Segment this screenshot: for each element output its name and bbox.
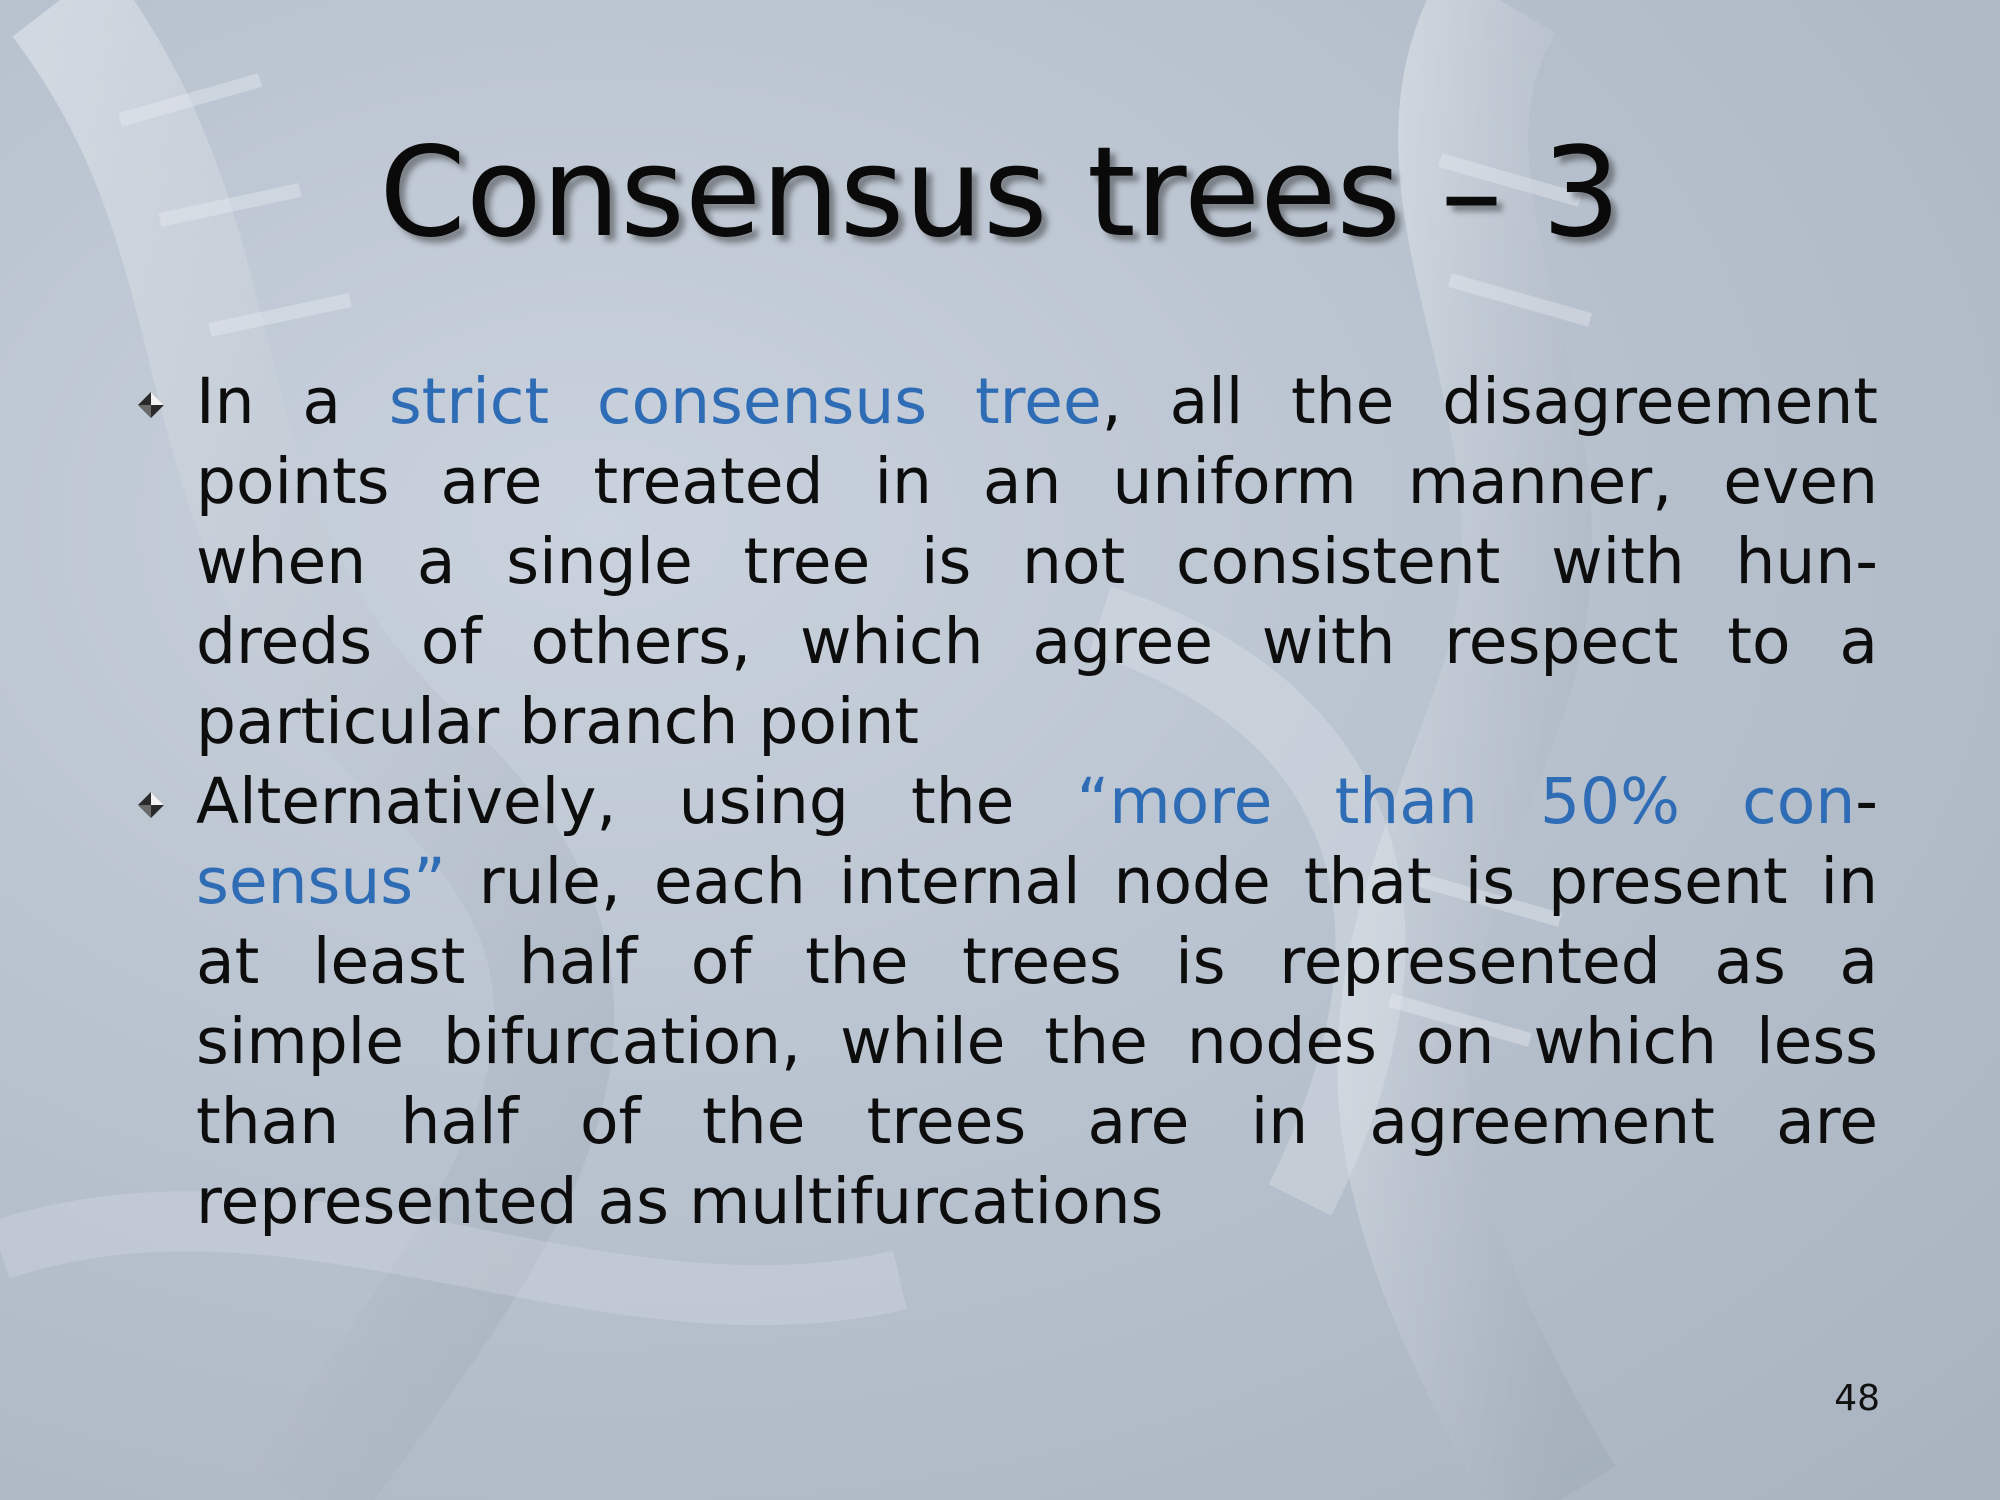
bullet-line: dreds of others, which agree with respec…	[196, 602, 1878, 682]
text-run: points are treated in an uniform manner,…	[196, 445, 1878, 518]
bullet-line: sensus” rule, each internal node that is…	[196, 842, 1878, 922]
bullet-line: particular branch point	[196, 682, 1878, 762]
bullet-line: In a strict consensus tree, all the disa…	[196, 362, 1878, 442]
text-run: dreds of others, which agree with respec…	[196, 605, 1878, 678]
highlighted-term: “more than 50% con	[1076, 765, 1856, 838]
diamond-bullet-icon	[138, 792, 164, 818]
highlighted-term: strict consensus tree	[388, 365, 1102, 438]
bullet-item: In a strict consensus tree, all the disa…	[138, 362, 1878, 762]
text-run: than half of the trees are in agreement …	[196, 1085, 1878, 1158]
page-number: 48	[1834, 1378, 1880, 1419]
text-run: particular branch point	[196, 685, 919, 758]
text-run: , all the disagreement	[1101, 365, 1878, 438]
text-run: simple bifurcation, while the nodes on w…	[196, 1005, 1878, 1078]
slide-title: Consensus trees – 3	[379, 121, 1621, 265]
bullet-item: Alternatively, using the “more than 50% …	[138, 762, 1878, 1242]
bullet-line: points are treated in an uniform manner,…	[196, 442, 1878, 522]
text-run: -	[1855, 765, 1878, 838]
text-run: at least half of the trees is represente…	[196, 925, 1878, 998]
bullet-list: In a strict consensus tree, all the disa…	[138, 362, 1878, 1242]
bullet-line: when a single tree is not consistent wit…	[196, 522, 1878, 602]
bullet-line: Alternatively, using the “more than 50% …	[196, 762, 1878, 842]
text-run: rule, each internal node that is present…	[445, 845, 1878, 918]
text-run: Alternatively, using the	[196, 765, 1077, 838]
text-run: represented as multifurcations	[196, 1165, 1164, 1238]
bullet-line: simple bifurcation, while the nodes on w…	[196, 1002, 1878, 1082]
bullet-line: represented as multifurcations	[196, 1162, 1878, 1242]
text-run: when a single tree is not consistent wit…	[196, 525, 1878, 598]
bullet-line: at least half of the trees is represente…	[196, 922, 1878, 1002]
text-run: In a	[196, 365, 389, 438]
diamond-bullet-icon	[138, 392, 164, 418]
bullet-line: than half of the trees are in agreement …	[196, 1082, 1878, 1162]
highlighted-term: sensus”	[196, 845, 446, 918]
